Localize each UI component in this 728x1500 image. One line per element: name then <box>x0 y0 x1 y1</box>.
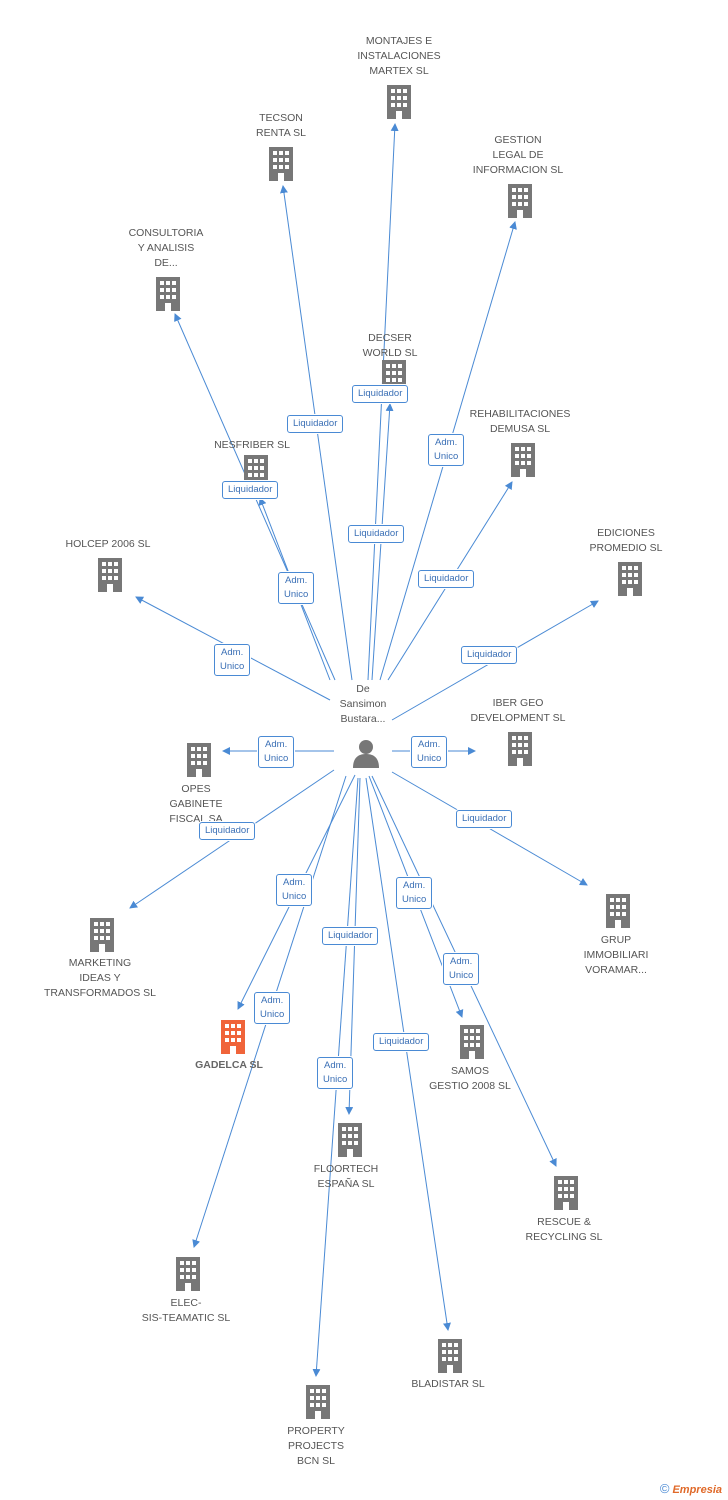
building-icon-bladistar[interactable] <box>438 1339 462 1373</box>
role-badge-montajes: Liquidador <box>352 385 409 403</box>
person-icon[interactable] <box>353 740 379 768</box>
role-badge-gestion: Adm. Unico <box>428 434 465 466</box>
footer-brand: © Empresia <box>660 1481 722 1496</box>
role-badge-floortech: Liquidador <box>322 927 379 945</box>
building-icon-ediciones[interactable] <box>618 562 642 596</box>
role-badge-decser: Liquidador <box>348 525 405 543</box>
company-label-ibergeo[interactable]: IBER GEO DEVELOPMENT SL <box>470 697 566 724</box>
company-label-rescue[interactable]: RESCUE & RECYCLING SL <box>525 1216 603 1243</box>
brand-name: Empresia <box>672 1484 722 1496</box>
company-label-decser[interactable]: DECSER WORLD SL <box>362 332 418 359</box>
edge-bladistar <box>365 777 451 1331</box>
building-icon-consultoria[interactable] <box>156 277 180 311</box>
role-badge-elec: Adm. Unico <box>254 992 291 1024</box>
role-badge-ediciones: Liquidador <box>461 646 518 664</box>
building-icon-montajes[interactable] <box>387 85 411 119</box>
role-badge-samos: Adm. Unico <box>396 877 433 909</box>
company-label-gestion[interactable]: GESTION LEGAL DE INFORMACION SL <box>472 134 564 176</box>
role-badge-opes: Adm. Unico <box>258 736 295 768</box>
building-icon-gadelca[interactable] <box>221 1020 245 1054</box>
building-icon-marketing[interactable] <box>90 918 114 952</box>
role-badge-gadelca: Adm. Unico <box>276 874 313 906</box>
company-label-nesfriber[interactable]: NESFRIBER SL <box>214 439 290 451</box>
building-icon-samos[interactable] <box>460 1025 484 1059</box>
role-badge-rehabilitaciones: Liquidador <box>418 570 475 588</box>
company-label-gadelca[interactable]: GADELCA SL <box>195 1059 263 1071</box>
role-badge-tecson: Liquidador <box>287 415 344 433</box>
edge-tecson <box>280 185 353 681</box>
company-label-consultoria[interactable]: CONSULTORIA Y ANALISIS DE... <box>128 227 204 269</box>
building-icon-holcep[interactable] <box>98 558 122 592</box>
role-badge-consultoria: Liquidador <box>222 481 279 499</box>
role-badge-nesfriber: Adm. Unico <box>278 572 315 604</box>
building-icon-property[interactable] <box>306 1385 330 1419</box>
edge-grup <box>391 771 588 886</box>
role-badge-marketing: Liquidador <box>199 822 256 840</box>
company-label-floortech[interactable]: FLOORTECH ESPAÑA SL <box>313 1163 379 1190</box>
building-icon-elec[interactable] <box>176 1257 200 1291</box>
role-badge-holcep: Adm. Unico <box>214 644 251 676</box>
company-label-samos[interactable]: SAMOS GESTIO 2008 SL <box>429 1065 511 1092</box>
role-badge-rescue: Adm. Unico <box>443 953 480 985</box>
role-badge-ibergeo: Adm. Unico <box>411 736 448 768</box>
company-label-tecson[interactable]: TECSON RENTA SL <box>256 112 306 139</box>
building-icon-rehabilitaciones[interactable] <box>511 443 535 477</box>
company-label-rehabilitaciones[interactable]: REHABILITACIONES DEMUSA SL <box>469 408 571 435</box>
role-badge-bladistar: Liquidador <box>373 1033 430 1051</box>
company-label-opes[interactable]: OPES GABINETE FISCAL SA <box>169 783 223 825</box>
building-icon-rescue[interactable] <box>554 1176 578 1210</box>
role-badge-property: Adm. Unico <box>317 1057 354 1089</box>
center-person-label[interactable]: De Sansimon Bustara... <box>339 683 387 725</box>
company-label-montajes[interactable]: MONTAJES E INSTALACIONES MARTEX SL <box>357 35 441 77</box>
company-label-grup[interactable]: GRUP IMMOBILIARI VORAMAR... <box>583 934 649 976</box>
company-label-holcep[interactable]: HOLCEP 2006 SL <box>65 538 151 550</box>
company-label-property[interactable]: PROPERTY PROJECTS BCN SL <box>287 1425 345 1467</box>
building-icon-tecson[interactable] <box>269 147 293 181</box>
company-label-marketing[interactable]: MARKETING IDEAS Y TRANSFORMADOS SL <box>43 957 156 999</box>
building-icon-floortech[interactable] <box>338 1123 362 1157</box>
company-label-ediciones[interactable]: EDICIONES PROMEDIO SL <box>589 527 663 554</box>
copyright-symbol: © <box>659 1481 670 1496</box>
role-badge-grup: Liquidador <box>456 810 513 828</box>
building-icon-grup[interactable] <box>606 894 630 928</box>
company-label-bladistar[interactable]: BLADISTAR SL <box>411 1378 485 1390</box>
building-icon-opes[interactable] <box>187 743 211 777</box>
company-label-elec[interactable]: ELEC- SIS-TEAMATIC SL <box>141 1297 231 1324</box>
building-icon-gestion[interactable] <box>508 184 532 218</box>
building-icon-ibergeo[interactable] <box>508 732 532 766</box>
